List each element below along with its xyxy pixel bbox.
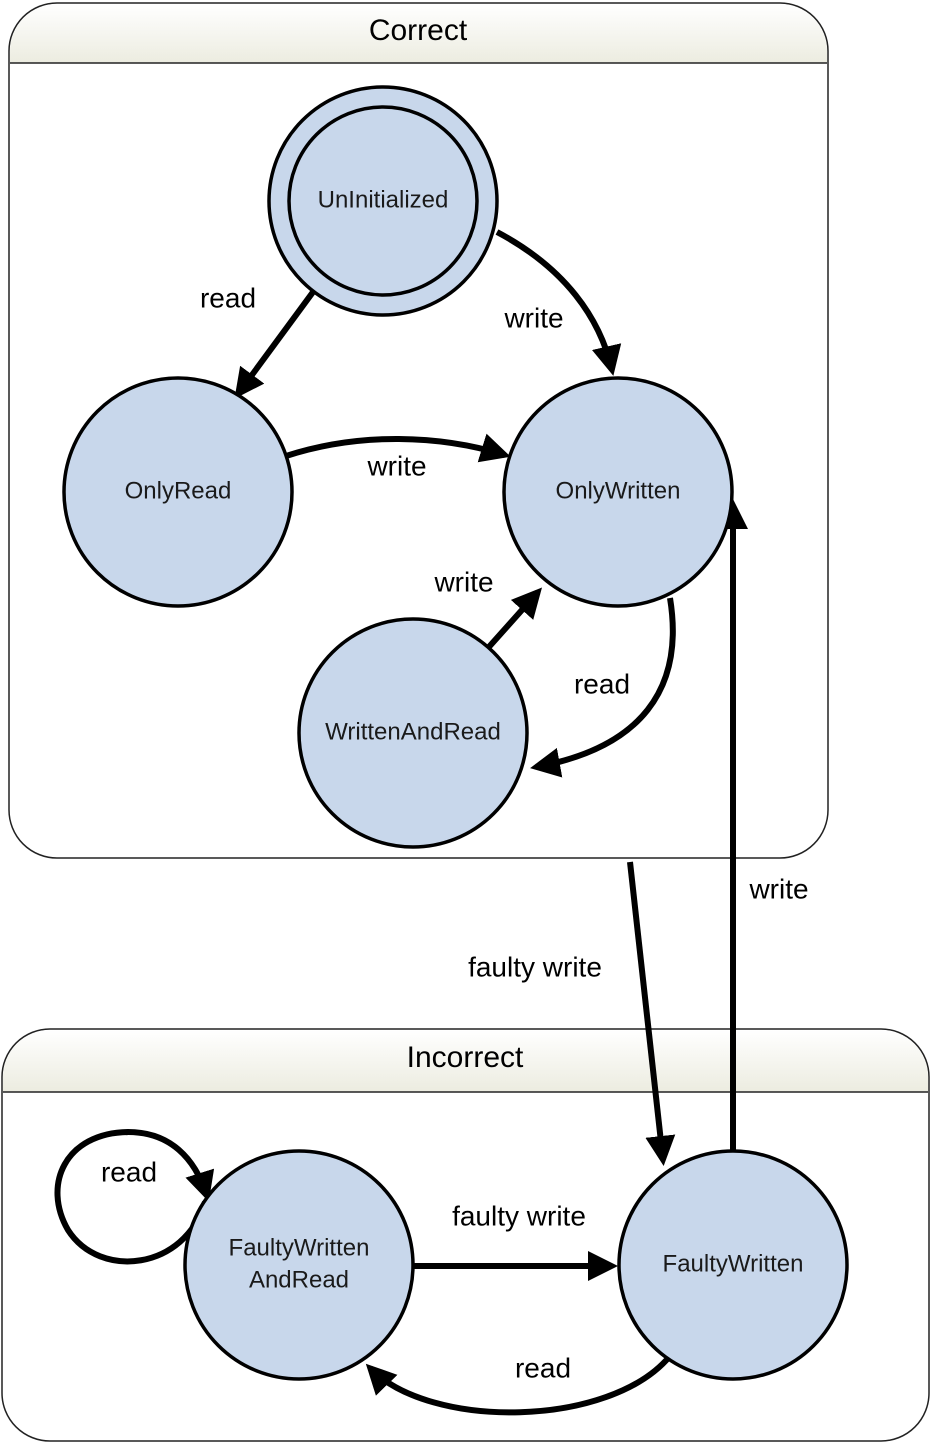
region-correct-box — [8, 2, 829, 859]
edge-onlyread-to-onlywritten — [285, 433, 511, 463]
state-written-and-read-label: WrittenAndRead — [325, 718, 501, 745]
label-uninit-to-onlyread: read — [200, 282, 256, 313]
edge-onlywritten-to-writtenandread — [530, 597, 676, 778]
state-uninitialized[interactable]: UnInitialized — [267, 85, 499, 317]
label-uninit-to-onlywritten: write — [503, 302, 563, 333]
state-faulty-written[interactable]: FaultyWritten — [617, 1149, 849, 1381]
region-correct-header — [10, 4, 827, 63]
state-faulty-written-label: FaultyWritten — [663, 1250, 804, 1277]
state-faulty-written-and-read[interactable]: FaultyWritten AndRead — [183, 1149, 415, 1381]
state-written-and-read[interactable]: WrittenAndRead — [297, 617, 529, 849]
state-faulty-written-and-read-label-line1: FaultyWritten — [229, 1234, 370, 1261]
edge-uninit-to-onlyread — [234, 290, 316, 399]
region-incorrect-header — [3, 1030, 928, 1092]
edge-correct-to-faultywritten — [627, 861, 676, 1166]
edge-faultywritten-to-faultywrittenandread — [365, 1354, 673, 1416]
label-onlyread-to-onlywritten: write — [366, 450, 426, 481]
label-writtenandread-to-onlywritten: write — [433, 566, 493, 597]
edge-labels: read write write write read faulty write… — [101, 282, 809, 1383]
region-correct: Correct — [8, 2, 829, 859]
edge-uninit-to-onlywritten — [495, 229, 622, 376]
label-faultywritten-to-onlywritten: write — [748, 873, 808, 904]
state-only-read[interactable]: OnlyRead — [62, 376, 294, 608]
region-correct-title: Correct — [369, 14, 468, 47]
state-only-written[interactable]: OnlyWritten — [502, 376, 734, 608]
region-incorrect-title: Incorrect — [407, 1041, 524, 1074]
label-correct-to-faultywritten: faulty write — [468, 951, 602, 982]
edges — [54, 229, 748, 1416]
label-onlywritten-to-writtenandread: read — [574, 668, 630, 699]
label-faultywrittenandread-self: read — [101, 1156, 157, 1187]
label-faultywrittenandread-to-faultywritten: faulty write — [452, 1200, 586, 1231]
edge-faultywrittenandread-self — [54, 1128, 215, 1265]
state-only-written-label: OnlyWritten — [556, 477, 681, 504]
state-only-read-label: OnlyRead — [125, 477, 232, 504]
edge-writtenandread-to-onlywritten — [485, 587, 542, 650]
state-uninitialized-label: UnInitialized — [318, 186, 449, 213]
state-faulty-written-and-read-label-line2: AndRead — [249, 1266, 349, 1293]
label-faultywritten-to-faultywrittenandread: read — [515, 1352, 571, 1383]
